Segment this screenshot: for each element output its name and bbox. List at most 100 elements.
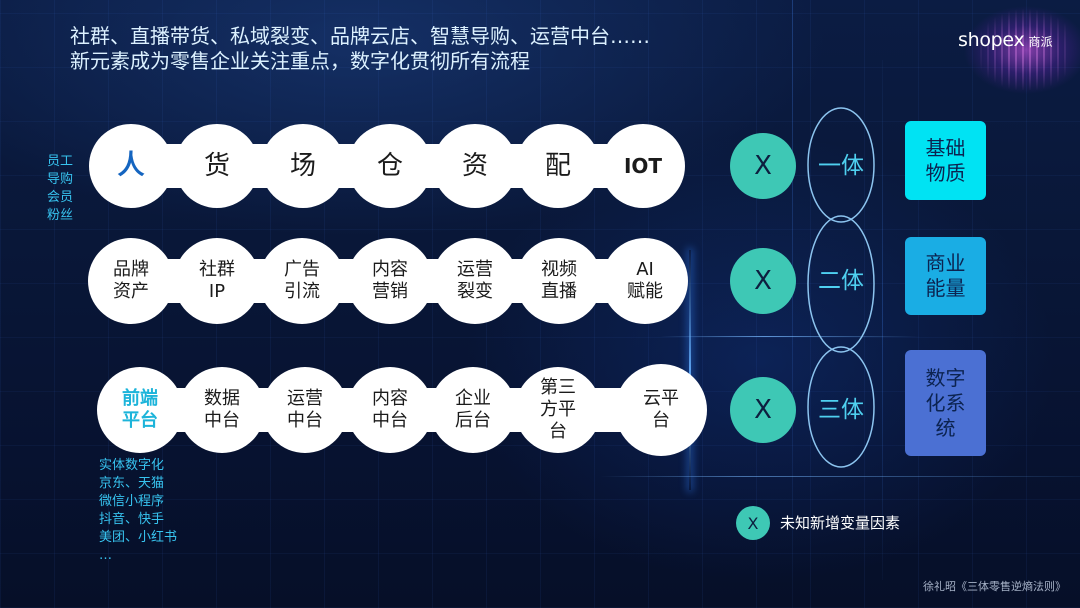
legend-label: 未知新增变量因素: [780, 514, 901, 532]
node-data-middle-office: 数据中台: [179, 367, 265, 453]
title-line-1: 社群、直播带货、私域裂变、品牌云店、智慧导购、运营中台……: [70, 24, 650, 48]
node-label: 前端平台: [122, 388, 158, 433]
node-content-middle-office: 内容中台: [347, 367, 433, 453]
node-frontend-platform: 前端平台: [97, 367, 183, 453]
node-label-line: 场: [289, 150, 316, 181]
logo-city-graphic: [966, 4, 1070, 90]
brand-logo: shopex 商派: [958, 29, 1052, 51]
background-light-streak: [882, 60, 883, 580]
node-cloud-platform: 云平台: [615, 364, 707, 456]
outcome-label-line: 统: [935, 415, 956, 440]
channel-item: 实体数字化: [99, 458, 165, 473]
node-label-line: 方平: [540, 398, 576, 420]
node-iot: IOT: [601, 124, 685, 208]
background-light-streak: [660, 336, 920, 337]
node-label-line: 仓: [376, 150, 403, 181]
node-label: 广告引流: [284, 259, 320, 304]
node-label-line: 营销: [372, 281, 408, 302]
node-label-line: 人: [117, 150, 145, 182]
node-label: 品牌资产: [113, 259, 149, 304]
node-label-line: 企业: [455, 387, 491, 409]
node-label-line: 裂变: [457, 281, 493, 302]
outcome-label-line: 数字: [925, 365, 966, 390]
people-labels: 员工导购会员粉丝: [47, 153, 73, 225]
node-venue: 场: [261, 124, 345, 208]
node-warehouse: 仓: [348, 124, 432, 208]
outcome-label-line: 化系: [925, 390, 966, 415]
people-label: 员工: [47, 154, 74, 169]
node-label: 云平台: [643, 388, 679, 433]
outcome-label-line: 能量: [925, 276, 966, 300]
node-label-line: 台: [549, 421, 567, 443]
node-label-line: 数据: [204, 387, 240, 409]
node-label-line: 中台: [372, 410, 408, 431]
node-label: 配: [545, 150, 571, 182]
node-label: 货: [204, 150, 230, 182]
node-enterprise-backend: 企业后台: [430, 367, 516, 453]
outcome-label-line: 基础: [925, 135, 966, 160]
node-label-line: 视频: [541, 258, 577, 280]
node-label-line: 社群: [199, 258, 235, 280]
node-label-line: 云平: [643, 387, 679, 409]
node-label: 内容营销: [372, 259, 408, 304]
node-label-line: 内容: [372, 387, 408, 409]
node-label-line: AI: [636, 258, 654, 280]
node-label: 第三方平台: [540, 377, 576, 444]
variable-marker-3: X: [730, 377, 796, 443]
node-label-line: 直播: [541, 281, 577, 302]
node-capital: 资: [433, 124, 517, 208]
outcome-label-line: 商业: [925, 251, 966, 275]
node-label: 内容中台: [372, 388, 408, 433]
body-label-2: 二体: [818, 268, 864, 294]
node-brand-assets: 品牌资产: [88, 238, 174, 324]
outcome-digital-system: 数字化系统: [905, 350, 986, 456]
channel-item: 微信小程序: [99, 494, 165, 509]
background-light-streak: [792, 0, 793, 608]
variable-marker-2: X: [730, 248, 796, 314]
variable-marker-letter: X: [754, 395, 772, 425]
node-video-live: 视频直播: [516, 238, 602, 324]
variable-marker-letter: X: [754, 151, 772, 181]
node-label-line: 货: [203, 150, 230, 181]
variable-marker-letter: X: [754, 266, 772, 296]
node-label-line: 引流: [284, 281, 320, 302]
node-label: IOT: [624, 154, 662, 179]
body-ellipse-1: [807, 107, 875, 223]
people-label: 会员: [47, 190, 74, 205]
node-ops-middle-office: 运营中台: [262, 367, 348, 453]
node-label: 仓: [377, 150, 403, 182]
node-label: 企业后台: [455, 388, 491, 433]
node-label: 运营中台: [287, 388, 323, 433]
title-line-2: 新元素成为零售企业关注重点，数字化贯彻所有流程: [70, 49, 530, 73]
people-label: 导购: [47, 172, 74, 187]
node-label-line: 第三: [540, 376, 576, 398]
node-label-line: 内容: [372, 258, 408, 280]
channel-item: 抖音、快手: [99, 512, 165, 527]
node-label: 人: [118, 149, 145, 182]
node-third-party-platform: 第三方平台: [515, 367, 601, 453]
node-label-line: IOT: [623, 153, 663, 178]
slide-title: 社群、直播带货、私域裂变、品牌云店、智慧导购、运营中台…… 新元素成为零售企业关…: [70, 24, 650, 74]
channel-item: …: [99, 548, 112, 563]
node-label-line: 前端: [122, 387, 158, 409]
node-content-marketing: 内容营销: [347, 238, 433, 324]
node-ad-traffic: 广告引流: [259, 238, 345, 324]
body-ellipse-2: [807, 215, 875, 353]
legend-marker: X: [736, 506, 770, 540]
node-label-line: 赋能: [627, 281, 663, 302]
node-label-line: 运营: [287, 387, 323, 409]
node-people: 人: [89, 124, 173, 208]
outcome-label-line: 物质: [925, 160, 966, 185]
background-light-streak: [689, 250, 691, 490]
source-credit: 徐礼昭《三体零售逆熵法则》: [923, 580, 1066, 593]
channel-list: 实体数字化京东、天猫微信小程序抖音、快手美团、小红书…: [99, 457, 177, 565]
node-label: 运营裂变: [457, 259, 493, 304]
legend-marker-letter: X: [747, 513, 759, 533]
node-label-line: 平台: [122, 410, 158, 431]
node-label: 场: [290, 150, 316, 182]
node-ops-fission: 运营裂变: [432, 238, 518, 324]
